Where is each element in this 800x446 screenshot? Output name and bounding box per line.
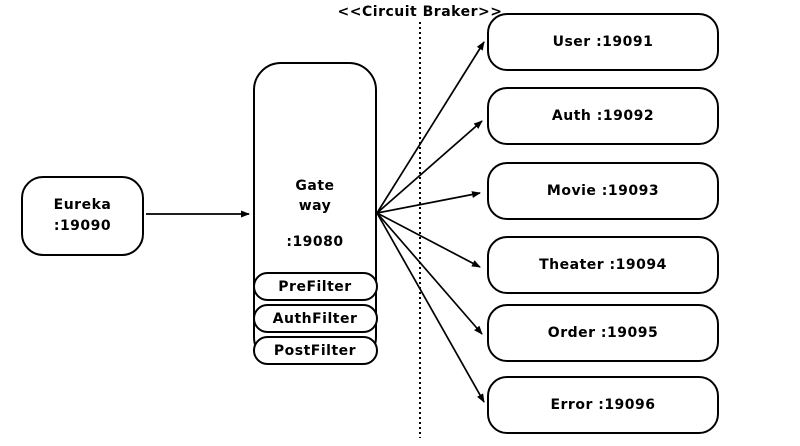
service-node-theater: Theater :19094: [487, 236, 719, 294]
service-label: Order :19095: [547, 325, 659, 341]
gateway-prefilter: PreFilter: [252, 272, 378, 301]
circuit-breaker-label: <<Circuit Braker>>: [337, 4, 503, 20]
arrow-gateway-to-order: [376, 212, 483, 335]
service-label: User :19091: [552, 34, 654, 50]
eureka-node: Eureka :19090: [21, 176, 144, 256]
gateway-name-line1: Gate: [295, 178, 335, 194]
arrow-gateway-to-error: [376, 212, 485, 403]
gateway-name-line2: way: [298, 198, 332, 214]
service-node-error: Error :19096: [487, 376, 719, 434]
service-node-movie: Movie :19093: [487, 162, 719, 220]
eureka-name: Eureka: [53, 197, 112, 213]
service-label: Movie :19093: [546, 183, 660, 199]
gateway-port: :19080: [286, 234, 344, 250]
service-node-order: Order :19095: [487, 304, 719, 362]
gateway-authfilter: AuthFilter: [252, 304, 378, 333]
service-node-auth: Auth :19092: [487, 87, 719, 145]
arrow-gateway-to-movie: [376, 191, 481, 214]
service-label: Theater :19094: [539, 257, 667, 273]
arrow-gateway-to-user: [376, 41, 485, 214]
service-label: Error :19096: [550, 397, 656, 413]
gateway-postfilter: PostFilter: [252, 336, 378, 365]
gateway-node: Gate way :19080 PreFilter AuthFilter Pos…: [252, 62, 378, 365]
arrow-gateway-to-auth: [376, 120, 483, 214]
service-label: Auth :19092: [551, 108, 655, 124]
eureka-port: :19090: [53, 218, 112, 234]
service-node-user: User :19091: [487, 13, 719, 71]
arrow-gateway-to-theater: [376, 212, 481, 268]
